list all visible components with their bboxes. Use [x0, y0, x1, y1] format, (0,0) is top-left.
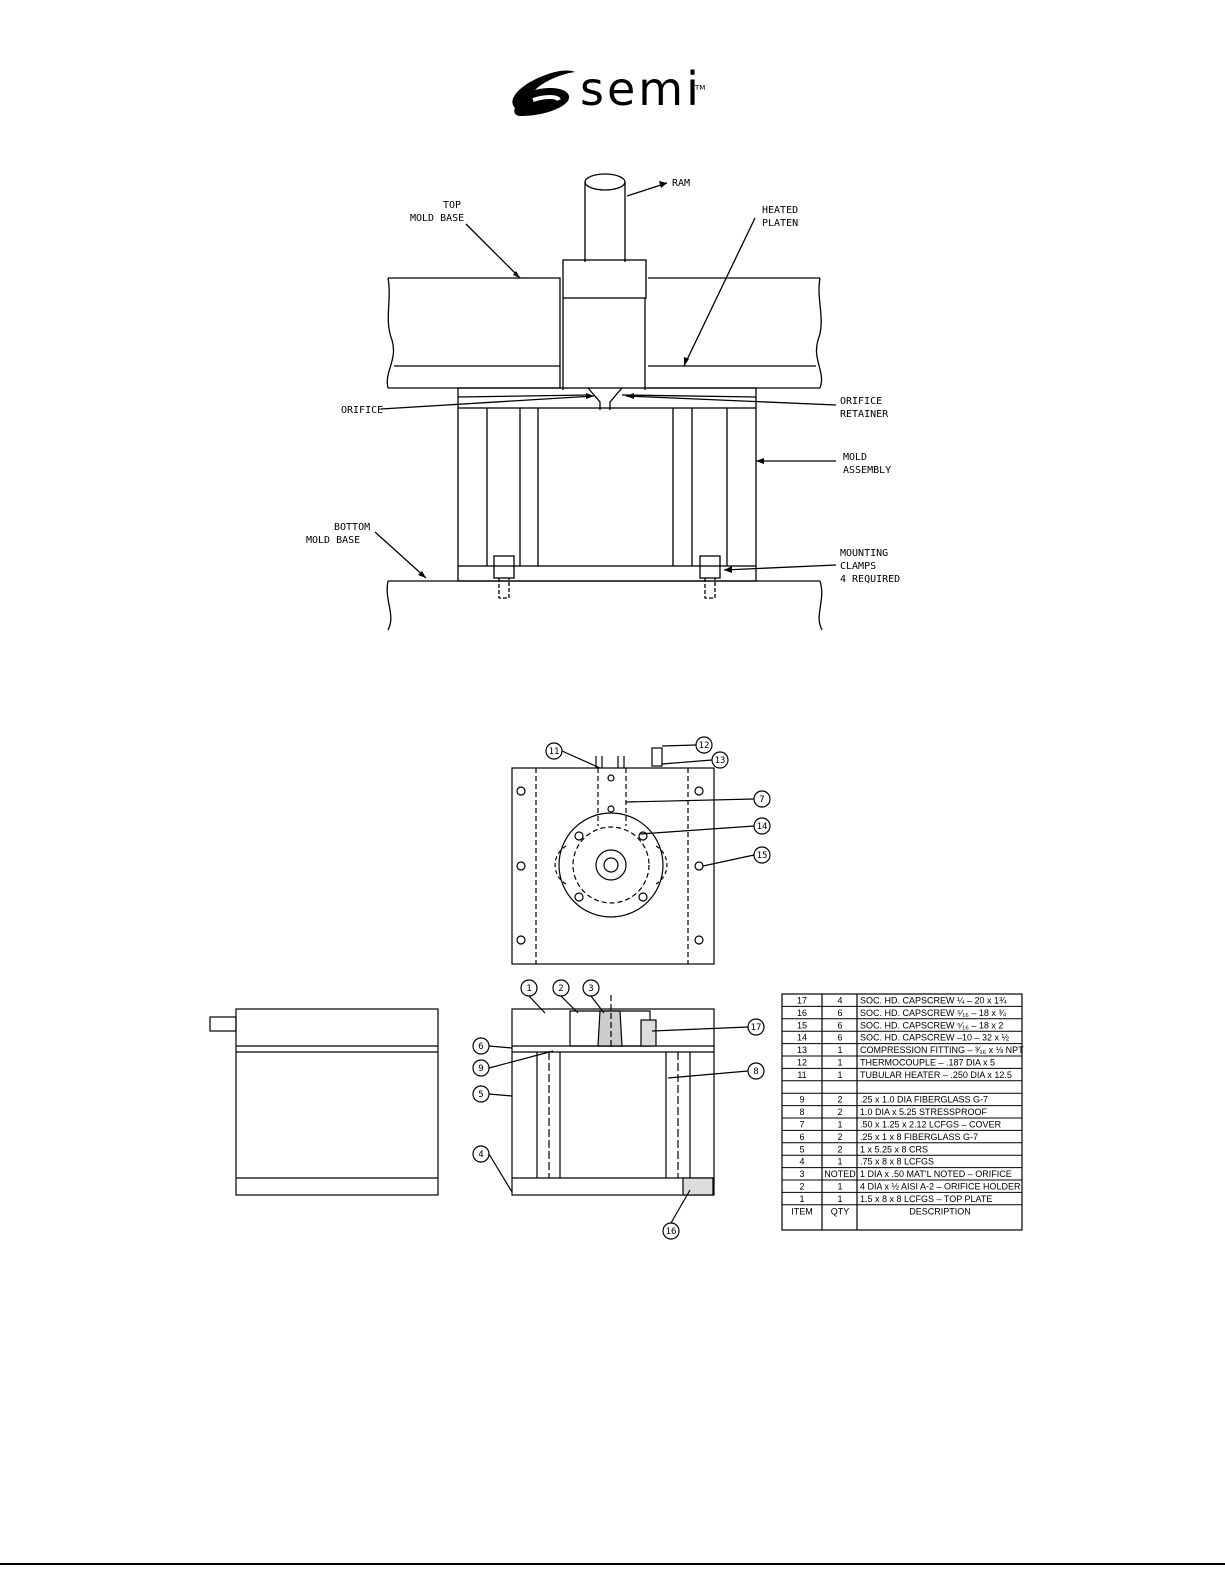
parts-list-cell: 2: [837, 1132, 842, 1142]
parts-list-cell: 16: [797, 1008, 807, 1018]
parts-list-cell: 3: [799, 1169, 804, 1179]
label-orifice-retainer-1: ORIFICE: [840, 396, 882, 407]
label-mounting-clamps-1: MOUNTING: [840, 548, 888, 559]
parts-list-cell: 1.0 DIA x 5.25 STRESSPROOF: [860, 1107, 988, 1117]
parts-list-cell: SOC. HD. CAPSCREW ⁵⁄₁₆ – 18 x 2: [860, 1020, 1003, 1030]
parts-list-cell: SOC. HD. CAPSCREW ¼ – 20 x 1¾: [860, 996, 1007, 1006]
parts-list-cell: SOC. HD. CAPSCREW ⁵⁄₁₆ – 18 x ¾: [860, 1008, 1006, 1018]
parts-list-cell: SOC. HD. CAPSCREW –10 – 32 x ½: [860, 1033, 1010, 1043]
balloon-17: 17: [751, 1023, 762, 1033]
parts-list-cell: 1: [837, 1045, 842, 1055]
balloon-6: 6: [478, 1042, 483, 1052]
parts-list-cell: 2: [837, 1107, 842, 1117]
parts-list-cell: 4: [799, 1157, 804, 1167]
balloon-5: 5: [478, 1090, 483, 1100]
logo-text: semi: [580, 62, 702, 116]
parts-list-cell: 1.5 x 8 x 8 LCFGS – TOP PLATE: [860, 1194, 992, 1204]
parts-list-cell: 5: [799, 1144, 804, 1154]
parts-list-cell: TUBULAR HEATER – .250 DIA x 12.5: [860, 1070, 1012, 1080]
parts-list-cell: 6: [837, 1008, 842, 1018]
parts-list-cell: 2: [837, 1095, 842, 1105]
parts-list-cell: 1 DIA x .50 MAT'L NOTED – ORIFICE: [860, 1169, 1012, 1179]
label-bottom-mold-base-2: MOLD BASE: [306, 535, 360, 546]
label-mounting-clamps-3: 4 REQUIRED: [840, 574, 900, 585]
balloon-4: 4: [478, 1150, 483, 1160]
balloon-12: 12: [699, 741, 710, 751]
balloon-1: 1: [526, 984, 531, 994]
parts-list-header: QTY: [831, 1206, 850, 1216]
parts-list-cell: 11: [797, 1070, 806, 1080]
parts-list-cell: .25 x 1 x 8 FIBERGLASS G-7: [860, 1132, 978, 1142]
label-orifice: ORIFICE: [341, 405, 383, 416]
balloon-2: 2: [558, 984, 563, 994]
parts-list-cell: 17: [797, 996, 807, 1006]
parts-list-cell: NOTED: [824, 1169, 856, 1179]
label-heated-platen-2: PLATEN: [762, 218, 798, 229]
parts-list-cell: 6: [837, 1033, 842, 1043]
parts-list-cell: 1: [837, 1070, 842, 1080]
parts-list-cell: 9: [799, 1095, 804, 1105]
parts-list-cell: 4: [837, 996, 842, 1006]
balloon-14: 14: [757, 822, 768, 832]
parts-list-cell: .75 x 8 x 8 LCFGS: [860, 1157, 934, 1167]
parts-list-cell: 1: [837, 1194, 842, 1204]
parts-list-cell: 1: [837, 1058, 842, 1068]
balloon-16: 16: [666, 1227, 677, 1237]
balloon-13: 13: [715, 756, 726, 766]
balloon-3: 3: [588, 984, 593, 994]
parts-list-cell: 1 x 5.25 x 8 CRS: [860, 1144, 928, 1154]
label-heated-platen-1: HEATED: [762, 205, 798, 216]
balloon-8: 8: [753, 1067, 758, 1077]
parts-list-cell: 6: [799, 1132, 804, 1142]
label-mold-assembly-1: MOLD: [843, 452, 867, 463]
parts-list-cell: .25 x 1.0 DIA FIBERGLASS G-7: [860, 1095, 988, 1105]
page-bottom-rule: [0, 1563, 1225, 1565]
label-top-mold-base-1: TOP: [443, 200, 461, 211]
parts-list-cell: 7: [799, 1120, 804, 1130]
parts-list-cell: 12: [797, 1058, 807, 1068]
mold-setup-diagram: RAM TOP MOLD BASE HEATED PLATEN ORIFICE …: [306, 173, 900, 631]
label-mold-assembly-2: ASSEMBLY: [843, 465, 891, 476]
balloon-9: 9: [478, 1064, 483, 1074]
parts-list-cell: 1: [837, 1120, 842, 1130]
label-mounting-clamps-2: CLAMPS: [840, 561, 876, 572]
label-ram: RAM: [672, 178, 690, 189]
parts-list-cell: 4 DIA x ½ AISI A-2 – ORIFICE HOLDER: [860, 1182, 1021, 1192]
label-bottom-mold-base-1: BOTTOM: [334, 522, 370, 533]
parts-list-cell: 2: [799, 1182, 804, 1192]
parts-list-header: DESCRIPTION: [909, 1206, 971, 1216]
parts-list-cell: 2: [837, 1144, 842, 1154]
label-orifice-retainer-2: RETAINER: [840, 409, 889, 420]
balloon-15: 15: [757, 851, 768, 861]
balloon-7: 7: [759, 795, 764, 805]
parts-list-cell: COMPRESSION FITTING – ³⁄₁₆ x ⅛ NPT: [860, 1045, 1024, 1055]
parts-list-cell: 1: [837, 1157, 842, 1167]
parts-list-cell: 13: [797, 1045, 807, 1055]
balloon-11: 11: [549, 747, 560, 757]
parts-list-cell: 1: [837, 1182, 842, 1192]
parts-list-cell: .50 x 1.25 x 2.12 LCFGS – COVER: [860, 1120, 1002, 1130]
semi-logo-icon: [512, 70, 575, 116]
parts-list-cell: 15: [797, 1020, 807, 1030]
parts-list-cell: THERMOCOUPLE – .187 DIA x 5: [860, 1058, 995, 1068]
parts-list-header: ITEM: [791, 1206, 813, 1216]
parts-list-cell: 14: [797, 1033, 807, 1043]
label-top-mold-base-2: MOLD BASE: [410, 213, 464, 224]
trademark-mark: TM: [695, 84, 706, 92]
parts-list-cell: 1: [799, 1194, 804, 1204]
parts-list-cell: 6: [837, 1020, 842, 1030]
parts-list-cell: 8: [799, 1107, 804, 1117]
